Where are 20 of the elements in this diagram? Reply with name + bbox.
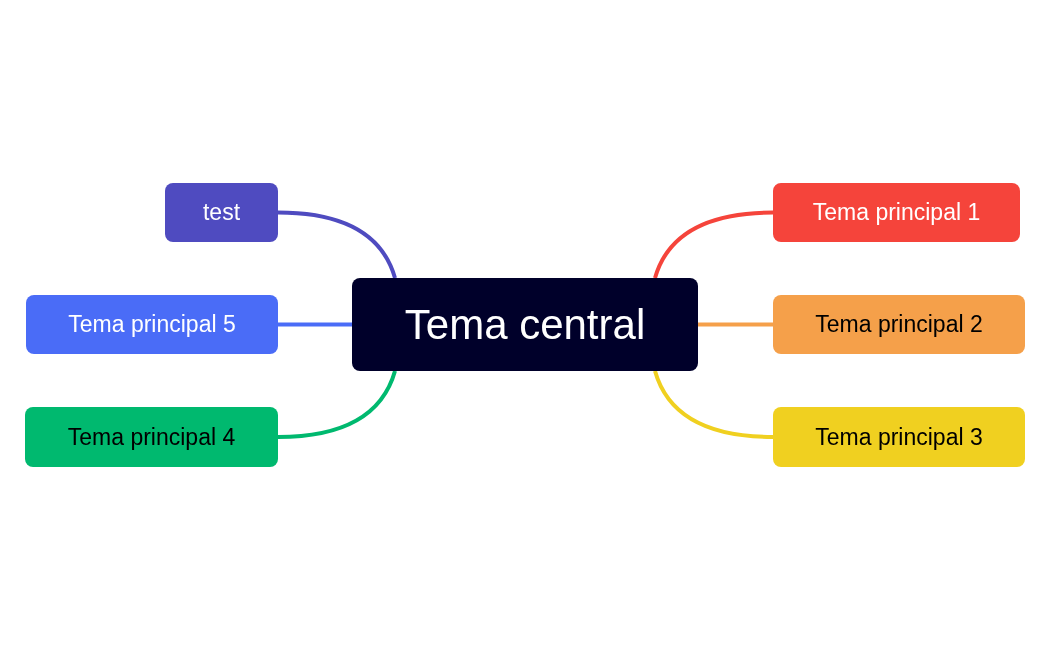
topic-box bbox=[25, 407, 278, 467]
topic-text: Tema principal 1 bbox=[812, 198, 981, 228]
topic-text: Tema central bbox=[404, 300, 646, 350]
topic-text: Tema principal 4 bbox=[67, 422, 236, 452]
topic-text: Tema principal 3 bbox=[815, 422, 983, 452]
connector-line bbox=[277, 210, 397, 279]
connector-line bbox=[277, 370, 397, 439]
connector-line bbox=[278, 322, 352, 327]
connector-line bbox=[653, 210, 774, 279]
connector-line bbox=[653, 370, 774, 439]
topic-text: Tema principal 5 bbox=[68, 310, 236, 340]
connector-line bbox=[698, 322, 773, 327]
topic-text: test bbox=[202, 198, 241, 228]
topic-box bbox=[773, 295, 1025, 354]
topic-text: Tema principal 2 bbox=[815, 310, 983, 340]
topic-box bbox=[26, 295, 278, 354]
topic-box bbox=[773, 183, 1020, 242]
central-topic-box bbox=[352, 278, 698, 371]
topic-box bbox=[773, 407, 1025, 467]
topic-box bbox=[165, 183, 278, 242]
